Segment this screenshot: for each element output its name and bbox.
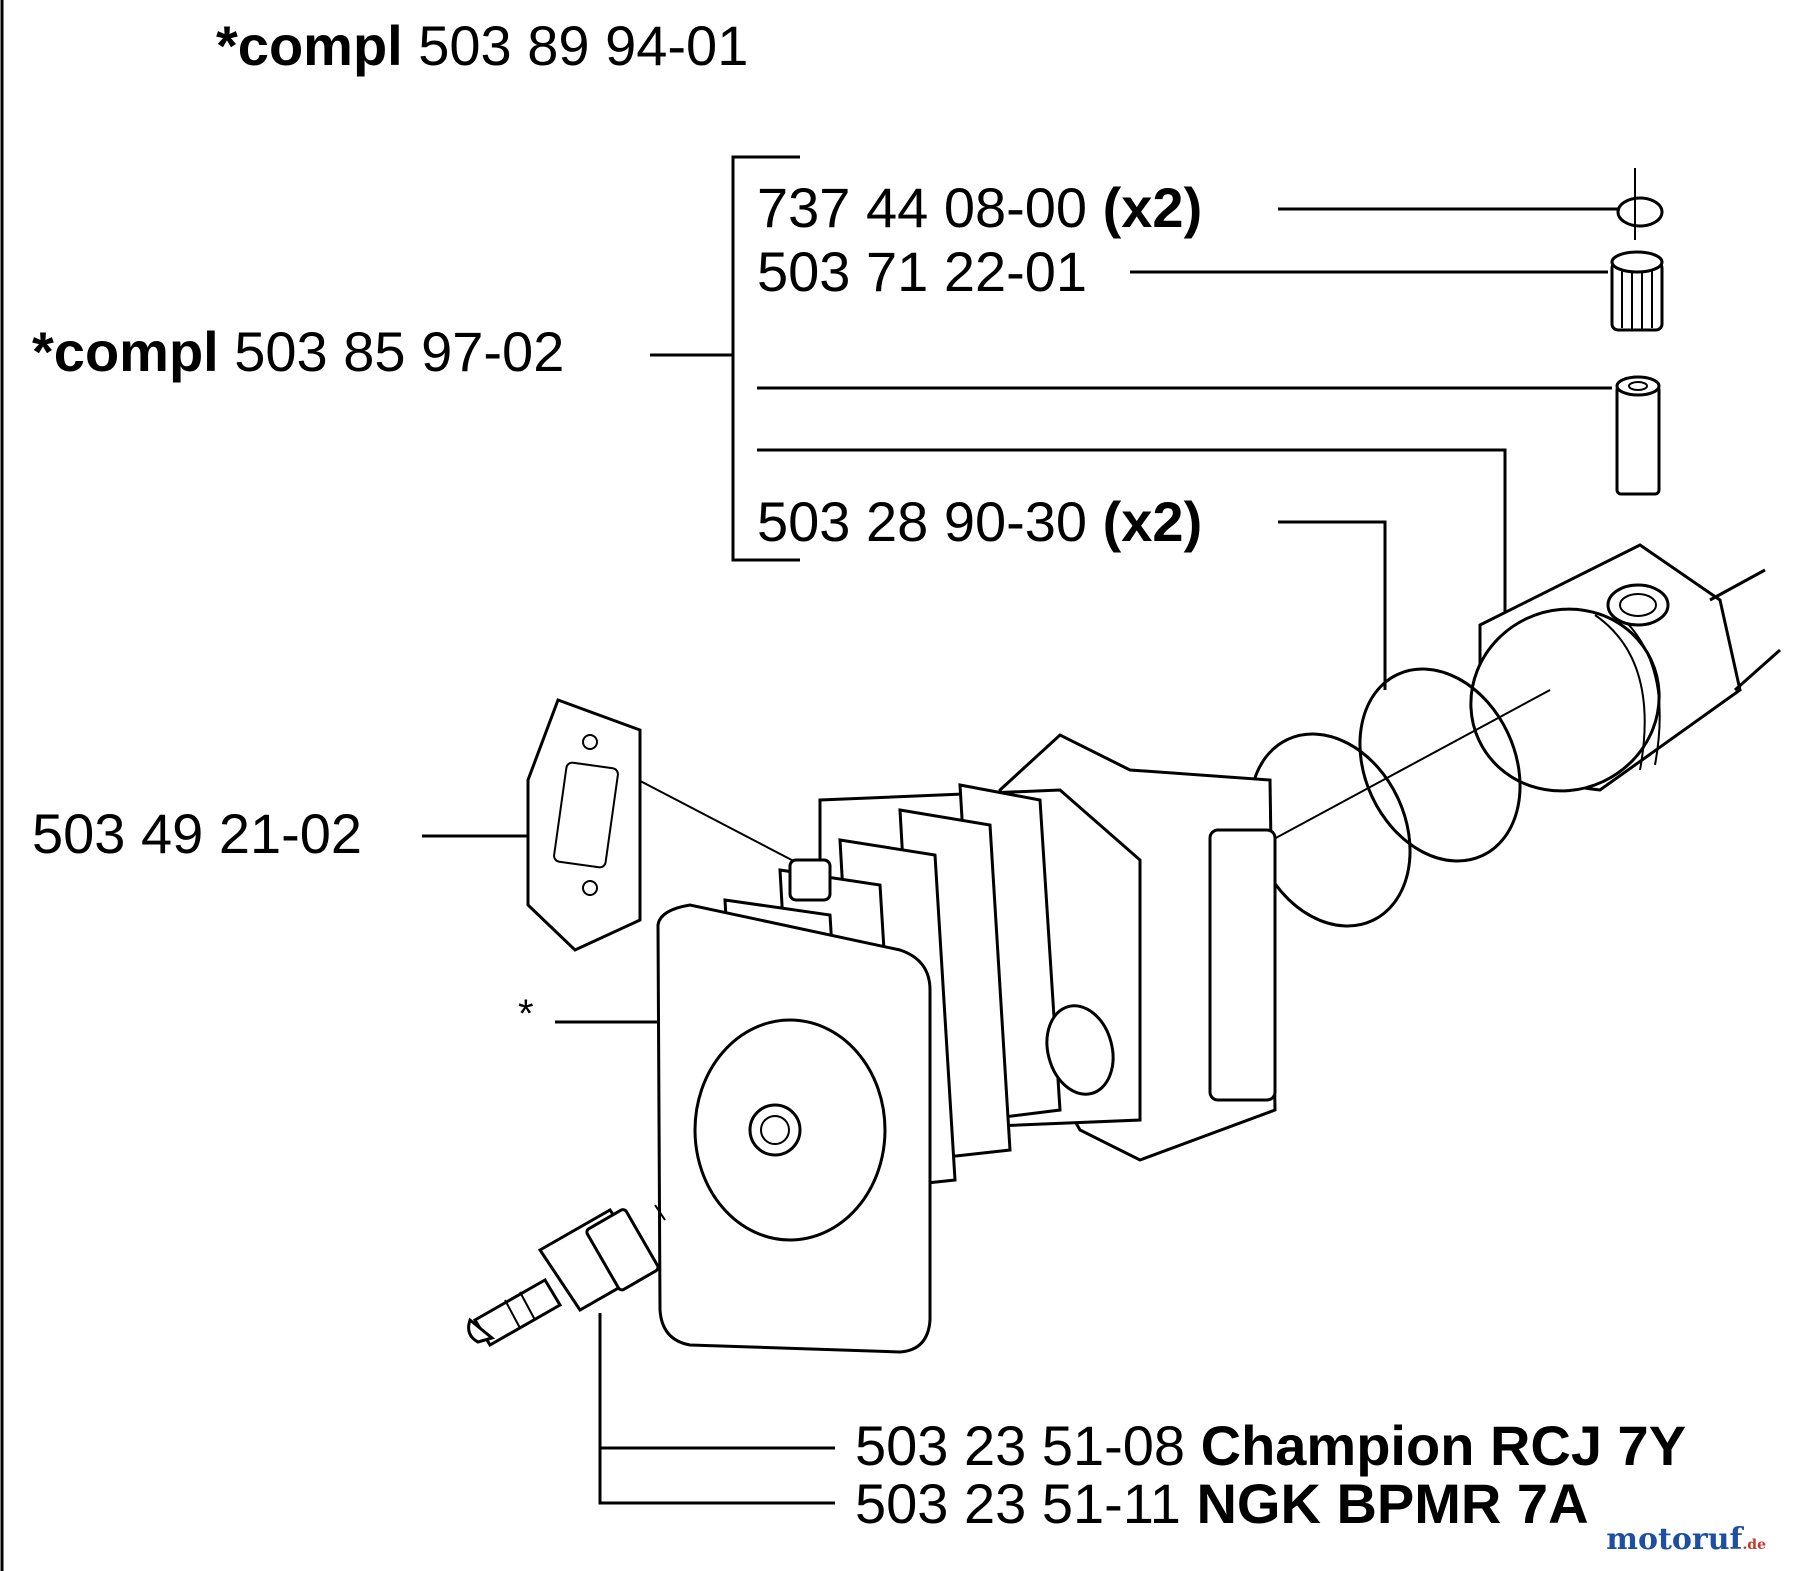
cylinder-kit-prefix: *compl: [216, 14, 403, 77]
piston-pin-part: [1615, 375, 1661, 496]
piston-kit-bracket: [650, 155, 800, 562]
leader-lines: [422, 207, 1620, 1505]
circlip-label: 737 44 08-00 (x2): [757, 180, 1202, 236]
needle-bearing-part: [1610, 250, 1664, 332]
circlip-qty: (x2): [1102, 176, 1203, 239]
circlip-number: 737 44 08-00: [757, 176, 1088, 239]
piston-ring-number: 503 28 90-30: [757, 490, 1088, 553]
piston-part: [1469, 543, 1781, 793]
needle-bearing-number: 503 71 22-01: [757, 240, 1088, 303]
spark-plug-ngk-brand: NGK BPMR 7A: [1196, 1472, 1589, 1535]
spark-plug-ngk-label: 503 23 51-11 NGK BPMR 7A: [855, 1476, 1589, 1532]
leader-piston-ring: [1278, 520, 1387, 690]
leader-spark-plug-ngk: [598, 1313, 835, 1505]
cylinder-kit-number: 503 89 94-01: [418, 14, 749, 77]
piston-kit-prefix: *compl: [32, 320, 219, 383]
gasket-label: 503 49 21-02: [32, 806, 362, 862]
piston-kit-label: *compl 503 85 97-02: [32, 324, 564, 380]
cylinder-marker-label: *: [518, 994, 534, 1034]
cylinder-marker: *: [518, 992, 534, 1036]
circlip-part: [1616, 168, 1664, 240]
spark-plug-champion-brand: Champion RCJ 7Y: [1200, 1414, 1687, 1477]
needle-bearing-label: 503 71 22-01: [757, 244, 1087, 300]
piston-kit-number: 503 85 97-02: [234, 320, 565, 383]
piston-ring-qty: (x2): [1102, 490, 1203, 553]
gasket-part: [526, 698, 642, 952]
watermark-text: motoruf: [1606, 1522, 1743, 1557]
gasket-number: 503 49 21-02: [32, 802, 363, 865]
leader-piston: [757, 448, 1507, 615]
spark-plug-champion-label: 503 23 51-08 Champion RCJ 7Y: [855, 1418, 1686, 1474]
watermark-logo: motoruf.de: [1606, 1522, 1766, 1557]
cylinder-kit-label: *compl 503 89 94-01: [216, 18, 748, 74]
piston-ring-label: 503 28 90-30 (x2): [757, 494, 1202, 550]
spark-plug-ngk-number: 503 23 51-11: [855, 1472, 1181, 1535]
spark-plug-champion-number: 503 23 51-08: [855, 1414, 1186, 1477]
cylinder-part: [656, 733, 1277, 1354]
spark-plug-part: [467, 1204, 666, 1348]
watermark-suffix: .de: [1742, 1537, 1766, 1553]
